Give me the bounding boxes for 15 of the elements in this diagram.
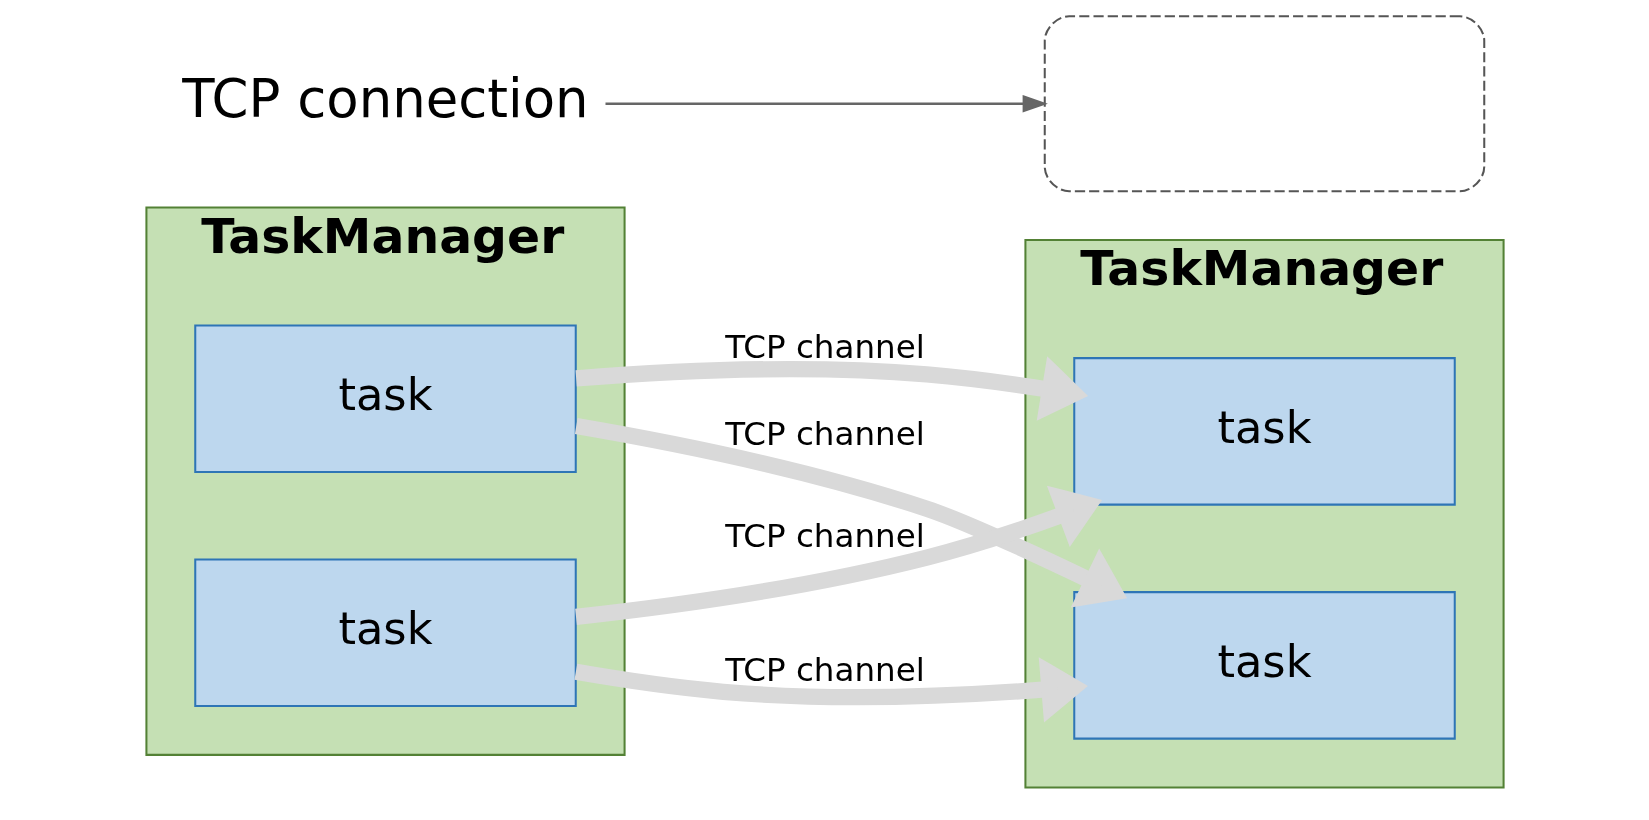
node-box: task: [1072, 357, 1456, 506]
arrow: [574, 657, 1088, 723]
edge-label: TCP channel: [724, 415, 925, 454]
node-box: task: [193, 558, 577, 708]
arrow: [574, 485, 1102, 625]
edge-label: TCP channel: [724, 327, 925, 366]
edge-label: TCP channel: [724, 516, 925, 555]
arrow: [574, 418, 1127, 608]
node-text: TCP connection: [181, 67, 589, 129]
node-box: task: [193, 324, 577, 474]
arrow: [575, 356, 1088, 421]
node-box: [1043, 15, 1485, 193]
node-box: task: [1072, 591, 1456, 740]
edge-label: TCP channel: [724, 651, 925, 690]
arrow: [605, 94, 1048, 113]
